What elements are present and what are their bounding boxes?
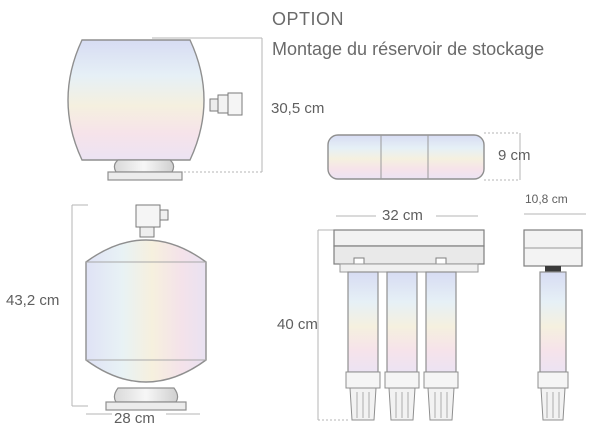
vertical-tank-body xyxy=(85,239,207,383)
filter-bowl-ribs xyxy=(356,392,448,418)
side-collar xyxy=(537,371,569,389)
tank-base-width-label: 28 cm xyxy=(114,410,155,427)
filter-collar-3 xyxy=(423,371,459,389)
filter-head-top-body xyxy=(327,134,485,180)
tank-valve-nut xyxy=(217,94,229,114)
filter-housing-1 xyxy=(347,271,379,373)
vertical-tank-valve-body xyxy=(135,204,161,228)
filter-collar-1 xyxy=(345,371,381,389)
filter-housing-3 xyxy=(425,271,457,373)
horizontal-tank-body xyxy=(67,39,205,161)
filter-total-height-label: 40 cm xyxy=(277,316,318,333)
filter-depth-label: 10,8 cm xyxy=(525,192,568,206)
vertical-tank xyxy=(71,204,207,415)
option-heading: OPTION xyxy=(272,9,345,29)
storage-tank-mounting-title: Montage du réservoir de stockage xyxy=(272,39,545,59)
filter-collar-2 xyxy=(384,371,420,389)
filter-head-top-view xyxy=(327,132,521,181)
tank-valve-stub xyxy=(209,98,219,112)
filter-head-plate xyxy=(333,229,485,247)
horizontal-tank-foot xyxy=(107,171,183,181)
vertical-tank-valve-side xyxy=(159,209,169,221)
filter-width-label: 32 cm xyxy=(382,207,423,224)
horizontal-tank xyxy=(67,37,263,181)
filter-head-height-label: 9 cm xyxy=(498,147,531,164)
filter-side-view xyxy=(523,213,586,421)
vertical-tank-foot xyxy=(105,401,187,411)
tank-valve-body xyxy=(227,92,243,116)
filter-head-collar xyxy=(339,263,479,273)
tank-vertical-height-label: 43,2 cm xyxy=(6,292,60,309)
tank-horizontal-height-label: 30,5 cm xyxy=(271,100,325,117)
horizontal-tank-base xyxy=(113,159,175,173)
side-bowl-ribs xyxy=(546,392,560,418)
filter-port-right xyxy=(435,257,447,265)
filter-assembly-front xyxy=(317,215,485,421)
vertical-tank-base xyxy=(113,387,179,403)
vertical-tank-valve-neck xyxy=(139,226,155,238)
filter-port-left xyxy=(353,257,365,265)
side-head-mount xyxy=(545,266,561,272)
side-housing xyxy=(539,271,567,373)
filter-housing-2 xyxy=(386,271,418,373)
